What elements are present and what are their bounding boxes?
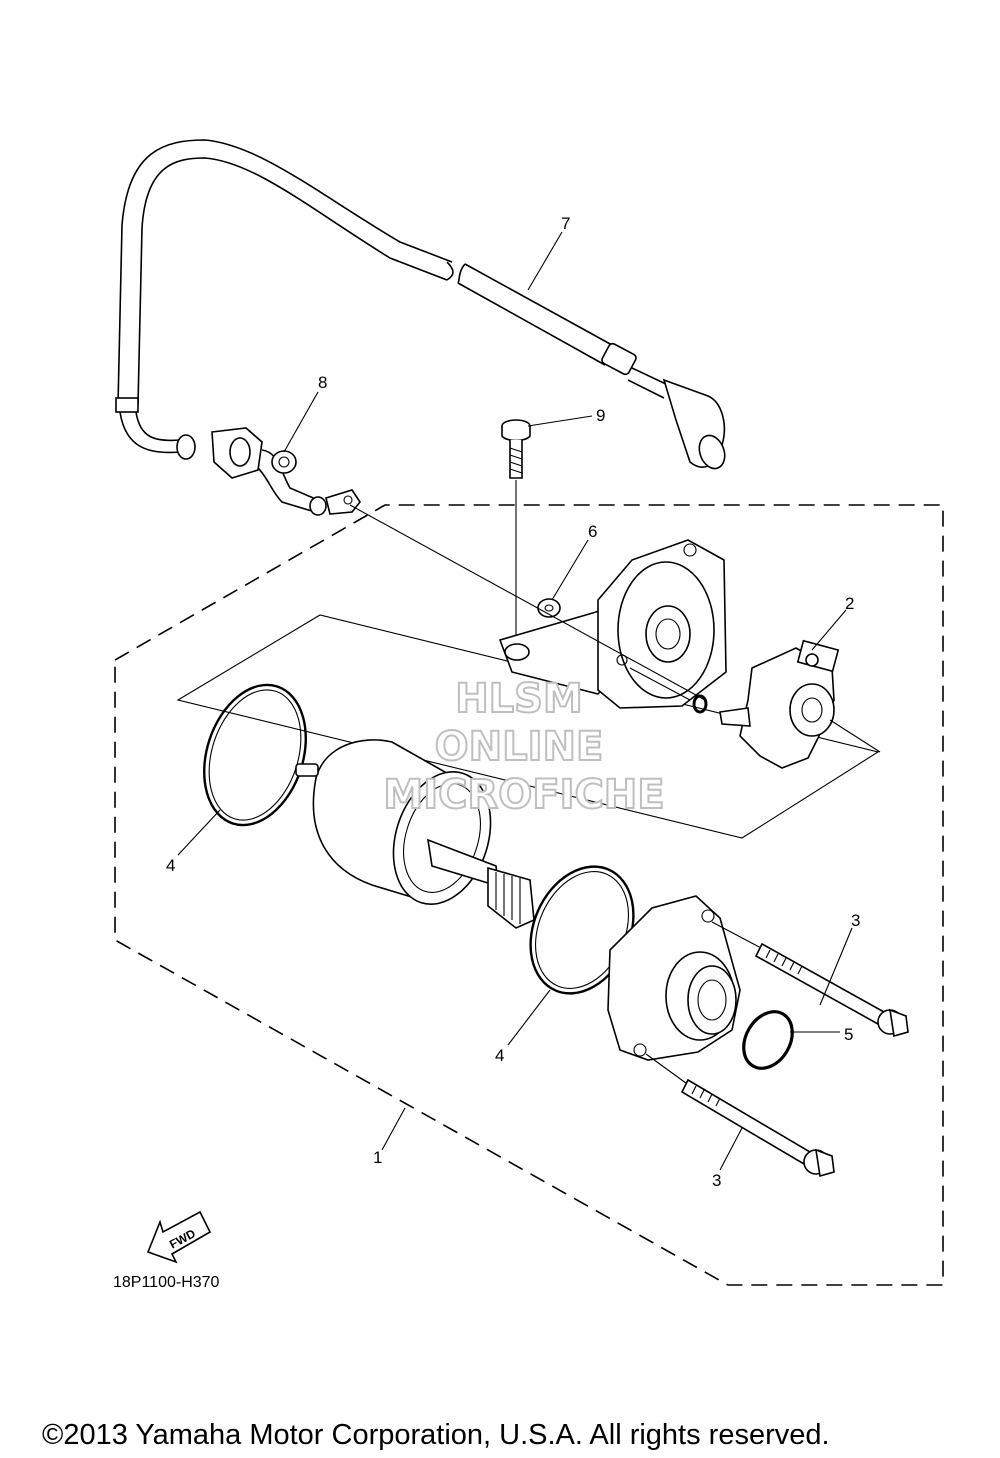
leader-lines [177,231,853,1171]
callout-1: 1 [373,1148,382,1167]
callout-4-upper: 4 [166,856,175,875]
callout-7: 7 [561,214,570,233]
callout-2: 2 [845,594,854,613]
inner-group-outline [176,614,880,839]
callout-8: 8 [318,373,327,392]
bolt-part-3-upper [711,921,909,1038]
copyright-notice: ©2013 Yamaha Motor Corporation, U.S.A. A… [42,1419,830,1451]
callout-3-lower: 3 [712,1171,721,1190]
bolt-part-9 [501,419,531,640]
svg-text:ONLINE: ONLINE [435,724,604,770]
brush-holder-part-2 [719,639,840,769]
svg-text:HLSM: HLSM [455,676,583,722]
callout-4-lower: 4 [495,1046,504,1065]
callout-9: 9 [596,406,605,425]
bolt-part-3-lower [645,1053,835,1178]
svg-text:MICROFICHE: MICROFICHE [383,772,664,818]
o-ring-part-4-upper [203,683,307,827]
watermark: HLSM ONLINE MICROFICHE [382,675,665,819]
o-ring-part-5 [742,1010,794,1070]
callout-3-upper: 3 [851,911,860,930]
starter-cable [115,139,726,516]
callout-5: 5 [844,1025,853,1044]
callout-6: 6 [588,522,597,541]
assembly-boundary-dashed [114,504,944,1286]
clip-ring [692,694,708,714]
fwd-arrow-icon: FWD [146,1210,212,1264]
nut-part-8 [271,450,297,474]
rear-cover-bracket [498,539,727,709]
motor-yoke [295,739,535,929]
front-cover [607,895,741,1061]
diagram-code: 18P1100-H370 [113,1274,220,1291]
